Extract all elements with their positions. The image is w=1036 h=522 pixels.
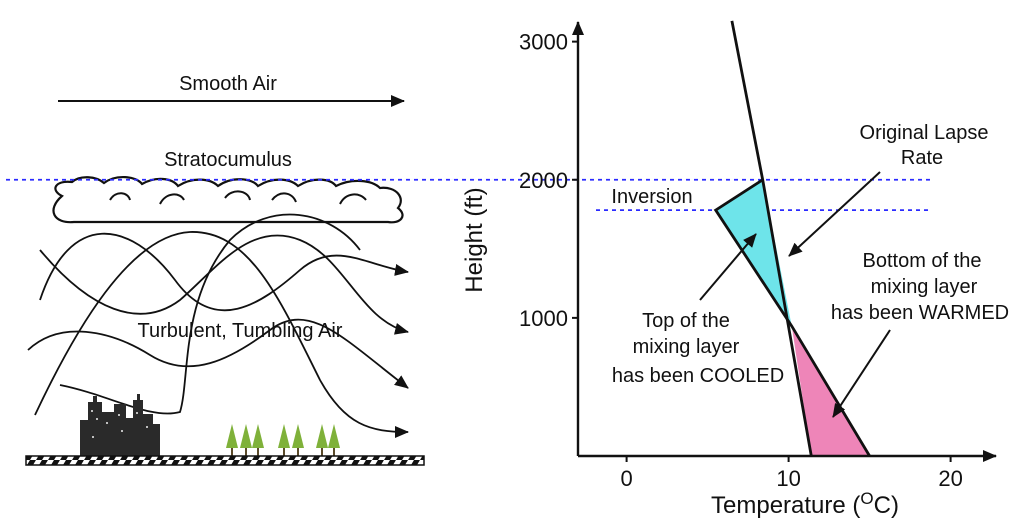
y-tick-label: 1000 bbox=[519, 306, 568, 331]
tree-icon bbox=[226, 424, 238, 456]
cooled-pointer bbox=[699, 233, 757, 301]
stratocumulus-label: Stratocumulus bbox=[164, 149, 292, 171]
bottom-label-line1: Bottom of the bbox=[863, 250, 982, 272]
tree-icon bbox=[252, 424, 264, 456]
original-lapse-label-line2: Rate bbox=[901, 147, 943, 169]
cooled-region bbox=[715, 179, 792, 327]
stratocumulus-cloud-icon bbox=[52, 176, 404, 224]
original-lapse-label-line1: Original Lapse bbox=[860, 122, 989, 144]
top-label-line1: Top of the bbox=[642, 310, 730, 332]
tree-icon bbox=[292, 424, 304, 456]
tree-icon bbox=[316, 424, 328, 456]
top-label-line2: mixing layer bbox=[633, 336, 740, 358]
tree-icon bbox=[328, 424, 340, 456]
left-panel: Smooth Air Stratocumulus Turbulent, Tumb… bbox=[25, 73, 425, 466]
mixed-lapse-rate-line bbox=[713, 178, 871, 457]
y-tick-label: 3000 bbox=[519, 30, 568, 55]
x-tick-label: 10 bbox=[776, 466, 800, 491]
turbulent-air-curves bbox=[27, 213, 409, 438]
tree-icon bbox=[278, 424, 290, 456]
original-lapse-pointer bbox=[788, 171, 881, 257]
y-tick-label: 2000 bbox=[519, 168, 568, 193]
axis-ticks: 1000 2000 3000 0 10 20 bbox=[519, 30, 963, 491]
inversion-label: Inversion bbox=[611, 186, 692, 208]
x-tick-label: 0 bbox=[620, 466, 632, 491]
lapse-rate-chart: 1000 2000 3000 0 10 20 Height (ft) Temperatur… bbox=[461, 20, 1009, 520]
tree-icon bbox=[240, 424, 252, 456]
ground-icon bbox=[25, 455, 425, 466]
y-axis-title: Height (ft) bbox=[461, 187, 488, 292]
trees-icon bbox=[226, 424, 340, 456]
city-buildings-icon bbox=[80, 394, 160, 456]
bottom-label-line2: mixing layer bbox=[871, 276, 978, 298]
top-label-line3: has been COOLED bbox=[612, 365, 784, 387]
bottom-label-line3: has been WARMED bbox=[831, 302, 1009, 324]
warmed-pointer bbox=[832, 329, 891, 418]
smooth-air-label: Smooth Air bbox=[179, 73, 277, 95]
turbulent-air-label: Turbulent, Tumbling Air bbox=[138, 320, 343, 342]
x-tick-label: 20 bbox=[938, 466, 962, 491]
x-axis-title: Temperature (OC) bbox=[711, 489, 899, 520]
